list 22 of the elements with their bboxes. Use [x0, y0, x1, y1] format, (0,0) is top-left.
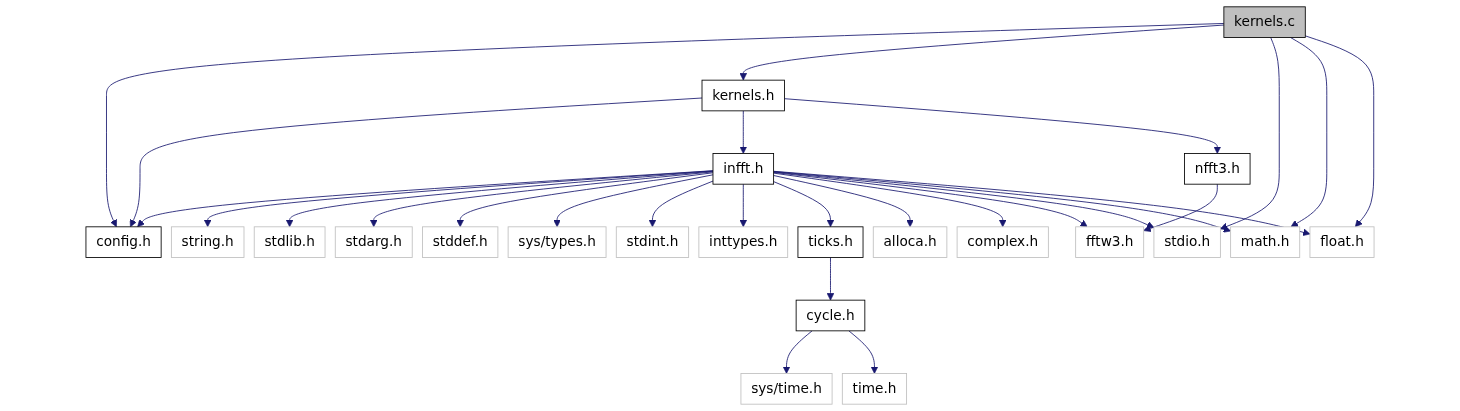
node-box: nfft3.h	[1184, 153, 1251, 185]
node-box: complex.h	[956, 226, 1049, 258]
node-box: sys/time.h	[740, 373, 833, 405]
node-box: ticks.h	[797, 226, 864, 258]
node-box: config.h	[85, 226, 162, 258]
node-box: stdlib.h	[253, 226, 326, 258]
node-box: alloca.h	[872, 226, 948, 258]
node-box: inttypes.h	[698, 226, 789, 258]
node-box: stdio.h	[1153, 226, 1221, 258]
node-box: sys/types.h	[507, 226, 607, 258]
node-box: kernels.c	[1223, 6, 1306, 38]
node-box: stddef.h	[422, 226, 499, 258]
node-box: stdint.h	[615, 226, 690, 258]
node-box: stdarg.h	[334, 226, 413, 258]
node-box: fftw3.h	[1075, 226, 1145, 258]
node-box: math.h	[1230, 226, 1301, 258]
node-box: infft.h	[712, 153, 775, 185]
node-box: time.h	[841, 373, 907, 405]
node-box: string.h	[170, 226, 245, 258]
node-box: float.h	[1309, 226, 1375, 258]
node-box: cycle.h	[795, 299, 866, 332]
node-box: kernels.h	[701, 79, 785, 112]
